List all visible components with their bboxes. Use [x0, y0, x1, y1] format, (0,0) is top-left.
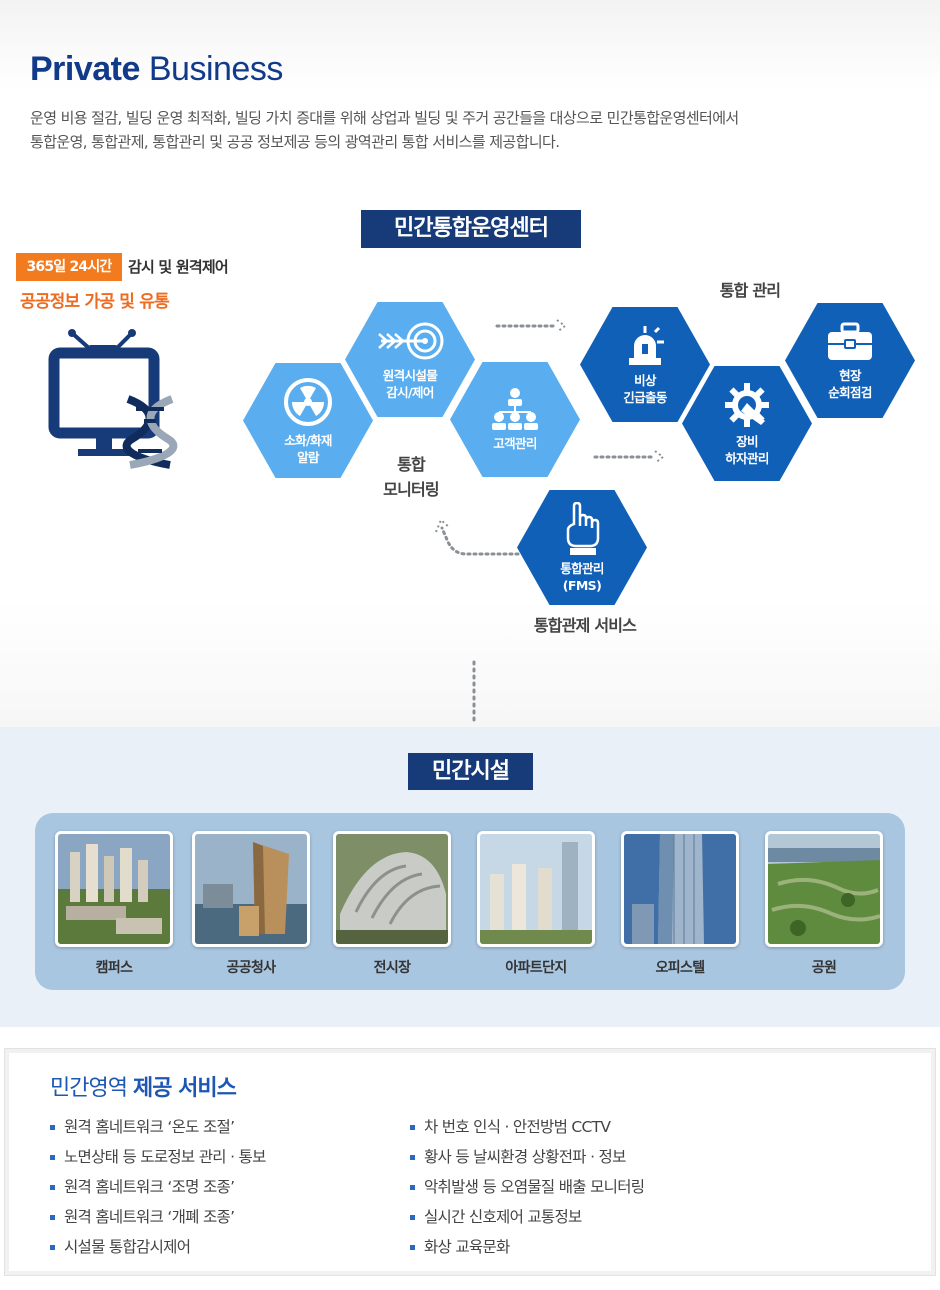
connector-vertical	[472, 660, 476, 724]
services-title-light: 민간영역	[50, 1076, 128, 1101]
connector-arrow-3	[435, 518, 520, 556]
services-box	[4, 1048, 936, 1276]
service-item: 원격 홈네트워크 ‘개폐 조종’	[50, 1202, 266, 1232]
hex-emergency-label: 비상 긴급출동	[623, 372, 667, 405]
campus-image	[55, 831, 173, 947]
facility-government-office: 공공청사	[192, 831, 310, 977]
intro-line-1: 운영 비용 절감, 빌딩 운영 최적화, 빌딩 가치 증대를 위해 상업과 빌딩…	[30, 109, 739, 127]
people-network-icon	[492, 388, 538, 430]
management-group-label: 통합 관리	[719, 281, 781, 300]
services-title: 민간영역 제공 서비스	[50, 1070, 237, 1102]
hex-fms: 통합관리 (FMS)	[517, 490, 647, 605]
exhibition-image	[333, 831, 451, 947]
facility-apartment: 아파트단지	[477, 831, 595, 977]
monitor-dna-icon	[48, 329, 178, 469]
target-arrow-icon	[378, 322, 444, 359]
hex-emergency: 비상 긴급출동	[580, 307, 710, 422]
hex-remote-control-label: 원격시설물 감시/제어	[382, 367, 438, 400]
facility-park: 공원	[765, 831, 883, 977]
facility-park-label: 공원	[811, 960, 837, 976]
badge-description: 감시 및 원격제어	[128, 258, 229, 276]
gear-wrench-icon	[725, 382, 769, 427]
connector-arrow-2	[593, 450, 665, 464]
hex-patrol-label: 현장 순회점검	[828, 367, 872, 400]
services-list-left: 원격 홈네트워크 ‘온도 조절’ 노면상태 등 도로정보 관리 · 통보 원격 …	[50, 1112, 266, 1262]
hex-fire-alarm-label: 소화/화재 알람	[284, 432, 332, 465]
facility-campus: 캠퍼스	[55, 831, 173, 977]
service-item: 시설물 통합감시제어	[50, 1232, 266, 1262]
service-item: 차 번호 인식 · 안전방범 CCTV	[410, 1112, 644, 1142]
facility-exhibition-label: 전시장	[373, 960, 411, 976]
service-item: 화상 교육문화	[410, 1232, 644, 1262]
facility-government-office-label: 공공청사	[226, 960, 276, 976]
hex-equipment-label: 장비 하자관리	[725, 433, 769, 466]
connector-arrow-1	[495, 319, 567, 333]
service-item: 노면상태 등 도로정보 관리 · 통보	[50, 1142, 266, 1172]
center-title: 민간통합운영센터	[361, 210, 581, 248]
briefcase-icon	[828, 322, 872, 360]
apartment-image	[477, 831, 595, 947]
page-title-bold: Private	[30, 50, 140, 88]
facility-apartment-label: 아파트단지	[505, 960, 567, 976]
officetel-image	[621, 831, 739, 947]
service-item: 황사 등 날씨환경 상황전파 · 정보	[410, 1142, 644, 1172]
park-image	[765, 831, 883, 947]
intro-text: 운영 비용 절감, 빌딩 운영 최적화, 빌딩 가치 증대를 위해 상업과 빌딩…	[30, 106, 910, 154]
service-item: 원격 홈네트워크 ‘온도 조절’	[50, 1112, 266, 1142]
facilities-panel: 캠퍼스 공공청사 전시장	[35, 813, 905, 990]
service-item: 원격 홈네트워크 ‘조명 조종’	[50, 1172, 266, 1202]
hex-customer-label: 고객관리	[493, 436, 537, 451]
page-title-light: Business	[148, 50, 283, 88]
public-info-text: 공공정보 가공 및 유통	[20, 292, 170, 312]
hex-patrol: 현장 순회점검	[785, 303, 915, 418]
intro-line-2: 통합운영, 통합관제, 통합관리 및 공공 정보제공 등의 광역관리 통합 서비…	[30, 133, 560, 151]
facilities-title: 민간시설	[408, 753, 533, 790]
siren-icon	[629, 325, 664, 365]
control-group-label: 통합관제 서비스	[533, 616, 637, 635]
page-title: Private Business	[30, 50, 283, 89]
facility-exhibition: 전시장	[333, 831, 451, 977]
hex-equipment: 장비 하자관리	[682, 366, 812, 481]
service-item: 실시간 신호제어 교통정보	[410, 1202, 644, 1232]
facility-officetel: 오피스텔	[621, 831, 739, 977]
services-list-right: 차 번호 인식 · 안전방범 CCTV 황사 등 날씨환경 상황전파 · 정보 …	[410, 1112, 645, 1262]
facility-officetel-label: 오피스텔	[655, 960, 705, 976]
facility-campus-label: 캠퍼스	[95, 960, 133, 976]
radiation-icon	[284, 377, 332, 426]
hours-badge: 365일 24시간	[16, 253, 122, 281]
service-item: 악취발생 등 오염물질 배출 모니터링	[410, 1172, 645, 1202]
monitoring-group-label: 통합 모니터링	[383, 455, 439, 499]
hex-fms-label: 통합관리 (FMS)	[560, 560, 604, 593]
government-office-image	[192, 831, 310, 947]
hand-pointer-icon	[566, 501, 600, 555]
services-title-bold: 제공 서비스	[132, 1076, 237, 1101]
